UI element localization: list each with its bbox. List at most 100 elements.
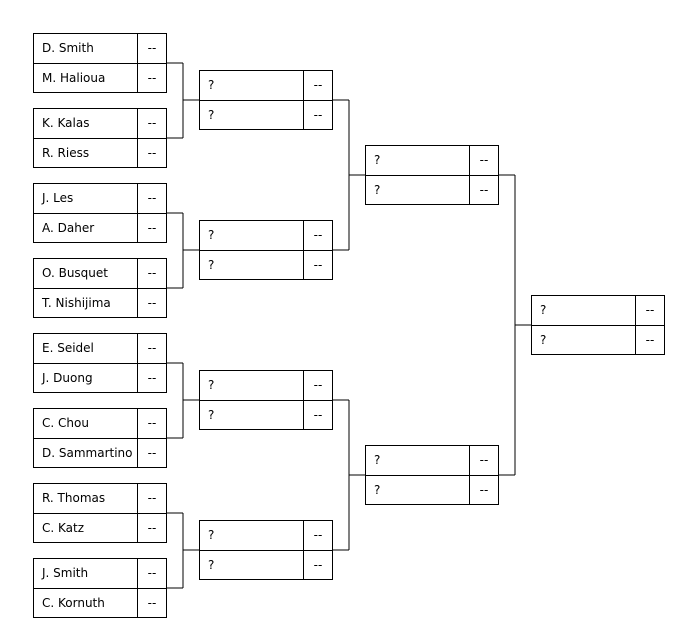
player-name: ? bbox=[208, 558, 215, 572]
match-box: ?--?-- bbox=[199, 370, 333, 430]
player-score: -- bbox=[137, 439, 166, 467]
match-slot: A. Daher -- bbox=[34, 213, 166, 242]
player-name: ? bbox=[374, 453, 381, 467]
player-score: -- bbox=[635, 296, 664, 325]
player-score: -- bbox=[303, 251, 332, 279]
player-name: ? bbox=[374, 483, 381, 497]
player-name: K. Kalas bbox=[42, 116, 90, 130]
player-name: T. Nishijima bbox=[42, 296, 111, 310]
player-score: -- bbox=[469, 446, 498, 475]
player-score: -- bbox=[303, 521, 332, 550]
match-box: J. Les -- A. Daher -- bbox=[33, 183, 167, 243]
player-name: ? bbox=[208, 378, 215, 392]
player-name: C. Kornuth bbox=[42, 596, 105, 610]
match-slot: R. Riess-- bbox=[34, 138, 166, 167]
player-name: D. Smith bbox=[42, 41, 94, 55]
match-slot: R. Thomas-- bbox=[34, 484, 166, 513]
match-slot: ?-- bbox=[200, 400, 332, 429]
match-box: O. Busquet -- T. Nishijima -- bbox=[33, 258, 167, 318]
match-box: R. Thomas-- C. Katz -- bbox=[33, 483, 167, 543]
match-slot: ? -- bbox=[200, 250, 332, 279]
player-name: ? bbox=[208, 78, 215, 92]
player-name: R. Riess bbox=[42, 146, 90, 160]
player-name: ? bbox=[374, 183, 381, 197]
match-box: ? --? -- bbox=[199, 220, 333, 280]
match-slot: ? -- bbox=[200, 100, 332, 129]
match-slot: K. Kalas -- bbox=[34, 109, 166, 138]
player-name: D. Sammartino bbox=[42, 446, 133, 460]
match-box: E. Seidel --J. Duong-- bbox=[33, 333, 167, 393]
match-slot: ? -- bbox=[200, 521, 332, 550]
match-box: ? --? -- bbox=[365, 145, 499, 205]
match-slot: ? -- bbox=[200, 71, 332, 100]
player-score: -- bbox=[303, 71, 332, 100]
player-score: -- bbox=[137, 34, 166, 63]
player-score: -- bbox=[469, 146, 498, 175]
match-slot: J. Les -- bbox=[34, 184, 166, 213]
match-slot: ? -- bbox=[366, 146, 498, 175]
player-score: -- bbox=[137, 289, 166, 317]
player-name: C. Katz bbox=[42, 521, 85, 535]
player-score: -- bbox=[137, 409, 166, 438]
player-score: -- bbox=[137, 214, 166, 242]
match-slot: ? -- bbox=[366, 446, 498, 475]
match-slot: J. Duong-- bbox=[34, 363, 166, 392]
player-name: ? bbox=[208, 108, 215, 122]
match-slot: J. Smith -- bbox=[34, 559, 166, 588]
player-name: ? bbox=[540, 333, 547, 347]
player-score: -- bbox=[137, 109, 166, 138]
match-slot: O. Busquet -- bbox=[34, 259, 166, 288]
player-score: -- bbox=[303, 101, 332, 129]
player-score: -- bbox=[137, 184, 166, 213]
player-name: C. Chou bbox=[42, 416, 89, 430]
player-name: O. Busquet bbox=[42, 266, 108, 280]
match-box: C. Chou -- D. Sammartino -- bbox=[33, 408, 167, 468]
match-box: K. Kalas --R. Riess-- bbox=[33, 108, 167, 168]
player-score: -- bbox=[469, 176, 498, 204]
player-score: -- bbox=[137, 64, 166, 92]
match-box: ? --? -- bbox=[199, 70, 333, 130]
match-slot: ?-- bbox=[200, 550, 332, 579]
player-score: -- bbox=[137, 334, 166, 363]
match-slot: ? -- bbox=[366, 475, 498, 504]
player-name: ? bbox=[540, 303, 547, 317]
player-name: M. Halioua bbox=[42, 71, 106, 85]
match-slot: D. Sammartino -- bbox=[34, 438, 166, 467]
player-score: -- bbox=[137, 514, 166, 542]
player-score: -- bbox=[137, 589, 166, 617]
player-name: J. Smith bbox=[42, 566, 89, 580]
player-score: -- bbox=[469, 476, 498, 504]
player-score: -- bbox=[635, 326, 664, 354]
player-score: -- bbox=[137, 259, 166, 288]
player-score: -- bbox=[303, 221, 332, 250]
player-name: A. Daher bbox=[42, 221, 95, 235]
match-box: ? --? -- bbox=[531, 295, 665, 355]
player-score: -- bbox=[303, 371, 332, 400]
match-box: D. Smith -- M. Halioua -- bbox=[33, 33, 167, 93]
player-name: ? bbox=[208, 228, 215, 242]
player-name: ? bbox=[208, 258, 215, 272]
match-box: ? --? -- bbox=[365, 445, 499, 505]
player-name: ? bbox=[208, 528, 215, 542]
match-slot: D. Smith -- bbox=[34, 34, 166, 63]
match-slot: ? -- bbox=[532, 296, 664, 325]
match-slot: ? -- bbox=[366, 175, 498, 204]
player-name: J. Duong bbox=[42, 371, 93, 385]
match-box: J. Smith -- C. Kornuth -- bbox=[33, 558, 167, 618]
match-slot: E. Seidel -- bbox=[34, 334, 166, 363]
player-score: -- bbox=[303, 401, 332, 429]
match-slot: ? -- bbox=[200, 221, 332, 250]
match-slot: M. Halioua -- bbox=[34, 63, 166, 92]
match-slot: C. Chou -- bbox=[34, 409, 166, 438]
match-slot: T. Nishijima -- bbox=[34, 288, 166, 317]
player-name: ? bbox=[374, 153, 381, 167]
match-slot: ? -- bbox=[532, 325, 664, 354]
player-name: J. Les bbox=[42, 191, 74, 205]
player-name: E. Seidel bbox=[42, 341, 94, 355]
player-score: -- bbox=[137, 559, 166, 588]
match-slot: C. Kornuth -- bbox=[34, 588, 166, 617]
player-score: -- bbox=[137, 484, 166, 513]
match-box: ?--?-- bbox=[199, 520, 333, 580]
